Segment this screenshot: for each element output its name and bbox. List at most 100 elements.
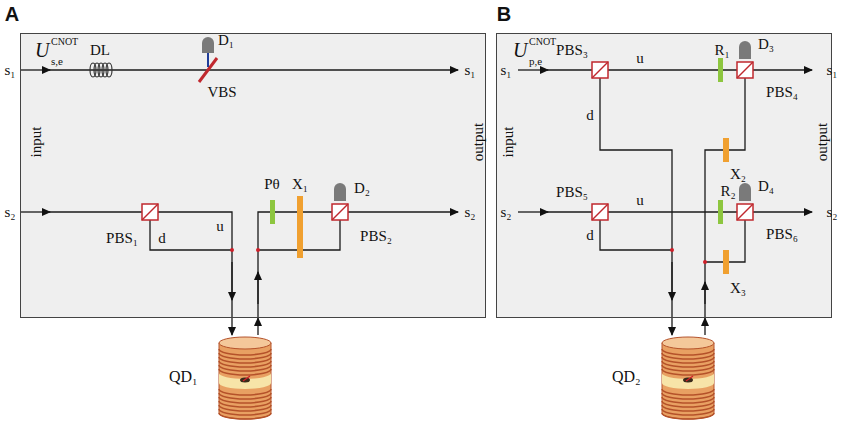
gate-panel: UCNOTp,e [496,33,832,318]
polarizing-beam-splitter [737,204,753,220]
component-label: X₁ [292,177,308,192]
beam-path [600,220,672,250]
panel-fill [496,33,832,318]
beam-connector [257,318,258,335]
component-label: R₂ [720,184,735,199]
polarizing-beam-splitter [592,204,608,220]
component-label: X₂ [730,167,746,182]
mirror-layer [219,393,271,399]
panel-fill [20,33,832,318]
component-label: u [636,193,644,208]
component-label: PBS₅ [556,185,588,200]
detector-symbol [739,41,751,59]
polarizing-beam-splitter [142,204,158,220]
component-label: s₁ [4,63,15,78]
polarizing-beam-splitter [142,204,158,220]
panel-fill [20,33,486,318]
component-label: Pθ [264,177,280,192]
component-label: PBS₂ [360,229,392,244]
beam-connector [704,318,705,335]
component-label: PBS₁ [106,231,138,246]
delay-line-coil [106,63,112,77]
component-label: s₁ [826,63,837,78]
gate-symbol: U [513,40,527,60]
mirror-layer [219,353,271,359]
micropillar-cavity [660,335,716,420]
polarizing-beam-splitter [592,62,608,78]
junction-dot [703,260,707,264]
component-label: D₁ [218,33,234,48]
mirror-layer [219,389,271,395]
junction-dot [230,248,234,252]
component-label: VBS [207,85,236,100]
component-label: s₂ [4,205,15,220]
junction-dot [230,248,707,264]
spin-arrow [686,376,693,381]
beam-path [546,211,592,212]
mirror-layer [662,405,714,411]
polarizing-beam-splitter [737,62,753,78]
beam-path [753,211,812,212]
component-label: s₁ [500,63,511,78]
mirror-layer [219,413,271,419]
beam-path [546,69,592,70]
beam-path [704,282,705,304]
beam-path [608,69,737,70]
component-label: R₁ [714,43,729,58]
mirror-layer [662,349,714,355]
component-label: d [158,231,166,246]
wave-plate-orange [297,196,303,258]
delay-line-coil [90,63,112,77]
component-label: input [29,127,44,158]
quantum-dot: QD₂ [660,335,716,420]
mirror-layer [219,357,271,363]
detector-symbol [202,37,214,53]
polarizing-beam-splitter [592,62,608,78]
component-label: PBS₄ [766,85,798,100]
detector-symbol [202,37,751,201]
pillar-top [219,337,271,349]
panel-letter: A [5,4,19,24]
polarizing-beam-splitter [142,62,753,220]
pillar-body [219,343,271,419]
component-label: PBS₃ [556,43,588,58]
component-label: output [815,123,830,161]
mirror-layer [662,389,714,395]
device-label: QD₁ [169,369,198,385]
polarizing-beam-splitter [332,204,348,220]
beam-path [257,272,258,304]
beam-connector [671,318,672,335]
variable-beam-splitter [199,53,217,82]
beam-path [20,70,812,318]
mirror-layer [219,409,271,415]
wave-plate-orange [723,138,729,162]
junction-dot [256,248,260,252]
beam-path [600,78,672,318]
mirror-layer [219,397,271,403]
mirror-layer [662,357,714,363]
mirror-layer [219,405,271,411]
detector-symbol [739,183,751,201]
pillar-top [662,337,714,349]
beam-path [518,69,548,70]
component-label: D₂ [354,181,370,196]
micropillar-cavity [217,335,273,420]
mirror-layer [662,397,714,403]
mirror-layer [662,413,714,419]
gate-subscript: p,e [529,56,542,67]
detector-symbol [334,183,346,201]
device-label: QD₂ [612,369,641,385]
component-label: X₃ [730,281,746,296]
component-label: D₄ [758,179,774,194]
component-label: u [636,51,644,66]
component-label: input [501,127,516,158]
polarizing-beam-splitter [332,204,348,220]
junction-dot [670,248,674,252]
component-label: d [586,228,594,243]
mirror-layer [662,369,714,375]
component-label: u [216,219,224,234]
